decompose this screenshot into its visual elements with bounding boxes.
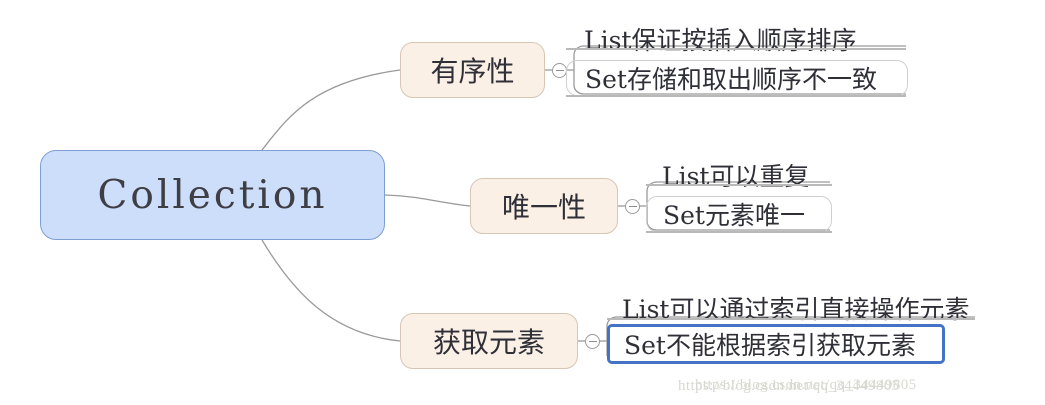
leaf-node-label: Set不能根据索引获取元素 — [624, 331, 916, 360]
leaf-node[interactable]: List可以重复 — [662, 158, 809, 192]
leaf-underline — [566, 48, 906, 50]
leaf-node[interactable]: List可以通过索引直接操作元素 — [622, 291, 969, 325]
root-node-collection[interactable]: Collection — [40, 150, 385, 240]
branch-node-label: 有序性 — [430, 55, 515, 88]
branch-node-label: 唯一性 — [501, 191, 586, 224]
leaf-underline — [646, 231, 832, 233]
collapse-minus-icon[interactable] — [552, 62, 567, 78]
leaf-node[interactable]: Set元素唯一 — [646, 196, 832, 232]
branch-node-weiyixing[interactable]: 唯一性 — [470, 178, 618, 234]
leaf-node-label: List可以通过索引直接操作元素 — [622, 295, 970, 324]
leaf-underline — [646, 184, 832, 186]
watermark-text: https://blog.csdn.net/qq_34449805 — [678, 378, 900, 394]
branch-node-huoquyuansu[interactable]: 获取元素 — [400, 313, 578, 369]
leaf-node-selected[interactable]: Set不能根据索引获取元素 — [607, 324, 945, 364]
leaf-node-label: List保证按插入顺序排序 — [584, 26, 857, 55]
leaf-node-label: Set元素唯一 — [663, 201, 805, 230]
leaf-node-label: List可以重复 — [662, 162, 810, 191]
collapse-minus-icon[interactable] — [585, 333, 600, 349]
collapse-minus-icon[interactable] — [625, 198, 640, 214]
root-node-label: Collection — [97, 172, 328, 218]
leaf-underline — [607, 318, 975, 320]
branch-node-label: 获取元素 — [432, 326, 545, 359]
watermark-text: https://blog.csdn.net/qq_34449805 — [695, 377, 917, 393]
leaf-underline — [566, 95, 906, 97]
branch-node-youxuxing[interactable]: 有序性 — [400, 42, 545, 98]
leaf-node-label: Set存储和取出顺序不一致 — [585, 65, 877, 94]
leaf-node[interactable]: List保证按插入顺序排序 — [584, 22, 856, 56]
leaf-node[interactable]: Set存储和取出顺序不一致 — [566, 60, 908, 96]
